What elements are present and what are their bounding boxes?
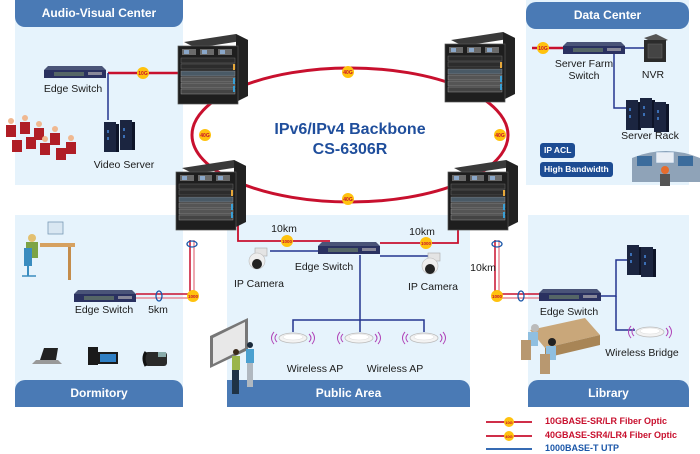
wireless-ap-2-icon — [337, 331, 381, 345]
legend-badge-10g: 10G — [504, 417, 514, 427]
ip-camera-right-label: IP Camera — [408, 281, 458, 293]
dorm-fiber-loop-mid — [155, 290, 163, 302]
badge-ring-right-40g: 40G — [494, 129, 506, 141]
dorm-fiber-loop-top — [186, 240, 198, 248]
svg-text:40G: 40G — [343, 70, 353, 76]
high-bandwidth-badge: High Bandwidth — [540, 162, 613, 177]
server-rack-icon — [626, 98, 669, 132]
svg-text:10G: 10G — [138, 71, 148, 77]
svg-text:40G: 40G — [505, 434, 513, 439]
wireless-ap-1-icon — [271, 331, 315, 345]
zone-header-dormitory: Dormitory — [15, 380, 183, 407]
svg-text:1000: 1000 — [188, 294, 199, 299]
interactive-board-icon — [210, 318, 254, 394]
badge-ring-left-40g: 40G — [199, 129, 211, 141]
svg-text:40G: 40G — [343, 197, 353, 203]
wireless-bridge-label: Wireless Bridge — [605, 347, 679, 359]
public-edge-switch-label: Edge Switch — [294, 261, 354, 273]
backbone-title-line1: IPv6/IPv4 Backbone — [274, 121, 426, 138]
legend-label-10g: 10GBASE-SR/LR Fiber Optic — [545, 416, 668, 426]
wireless-ap-label-2: Wireless AP — [366, 363, 424, 375]
zone-library — [528, 215, 689, 407]
public-edge-switch-icon — [318, 242, 380, 254]
server-farm-switch-label-line1: Server Farm — [554, 58, 614, 70]
legend-badge-40g: 40G — [504, 431, 514, 441]
legend-label-40g: 40GBASE-SR4/LR4 Fiber Optic — [545, 430, 678, 440]
server-farm-switch-icon — [563, 42, 625, 54]
svg-text:10G: 10G — [505, 420, 513, 425]
dorm-edge-switch-label: Edge Switch — [74, 304, 134, 316]
svg-text:1000: 1000 — [282, 239, 293, 244]
av-edge-switch-icon — [44, 66, 106, 78]
desktop-pc-icon — [88, 347, 118, 365]
library-server-icon — [627, 245, 656, 277]
zone-header-library: Library — [528, 380, 689, 407]
public-left-distance-label: 10km — [271, 223, 297, 235]
video-server-label: Video Server — [93, 159, 155, 171]
svg-text:1000: 1000 — [421, 241, 432, 246]
video-server-icon — [104, 120, 135, 152]
audience-seats-icon — [6, 115, 76, 160]
svg-text:40G: 40G — [200, 133, 210, 139]
badge-library-1000: 1000 — [491, 290, 503, 302]
ip-phone-icon — [142, 351, 167, 367]
badge-ring-bottom-40g: 40G — [342, 193, 354, 205]
nvr-label: NVR — [641, 69, 665, 81]
ip-camera-right-icon — [421, 252, 441, 275]
laptop-icon — [32, 348, 62, 364]
student-desk-icon — [22, 221, 75, 280]
server-farm-switch-label: Server Farm Switch — [548, 58, 620, 82]
svg-text:10G: 10G — [538, 46, 548, 52]
wireless-bridge-icon — [628, 325, 672, 339]
av-edge-switch-label: Edge Switch — [43, 83, 103, 95]
badge-dc-10g: 10G — [537, 42, 549, 54]
zone-header-public-area: Public Area — [227, 380, 470, 407]
wireless-ap-label-1: Wireless AP — [286, 363, 344, 375]
wireless-ap-3-icon — [402, 331, 446, 345]
badge-av-10g: 10G — [137, 67, 149, 79]
library-distance-label: 10km — [470, 262, 496, 274]
ip-acl-badge: IP ACL — [540, 143, 576, 158]
dc-utp-server-rack — [613, 50, 626, 109]
dorm-edge-switch-icon — [74, 290, 136, 302]
study-table-icon — [521, 318, 600, 374]
badge-public-right-1000: 1000 — [420, 237, 432, 249]
svg-text:40G: 40G — [495, 133, 505, 139]
dorm-distance-label: 5km — [148, 304, 168, 316]
nvr-icon — [644, 34, 668, 62]
ip-camera-left-label: IP Camera — [234, 278, 284, 290]
ip-camera-left-icon — [248, 247, 268, 270]
lib-fiber-loop-top — [491, 240, 503, 248]
lib-fiber-loop-mid — [517, 290, 525, 302]
zone-header-data-center: Data Center — [526, 2, 689, 29]
badge-dorm-1000: 1000 — [187, 290, 199, 302]
backbone-title: IPv6/IPv4 Backbone CS-6306R — [250, 120, 450, 160]
backbone-title-line2: CS-6306R — [312, 141, 388, 158]
server-farm-switch-label-line2: Switch — [568, 70, 600, 82]
library-edge-switch-icon — [539, 289, 601, 301]
svg-text:1000: 1000 — [492, 294, 503, 299]
public-right-distance-label: 10km — [409, 226, 435, 238]
library-edge-switch-label: Edge Switch — [539, 306, 599, 318]
badge-public-left-1000: 1000 — [281, 235, 293, 247]
control-room-icon — [632, 151, 700, 186]
server-rack-label: Server Rack — [621, 130, 679, 142]
badge-ring-top-40g: 40G — [342, 66, 354, 78]
legend-label-utp: 1000BASE-T UTP — [545, 443, 620, 453]
zone-header-audio-visual: Audio-Visual Center — [15, 0, 183, 27]
